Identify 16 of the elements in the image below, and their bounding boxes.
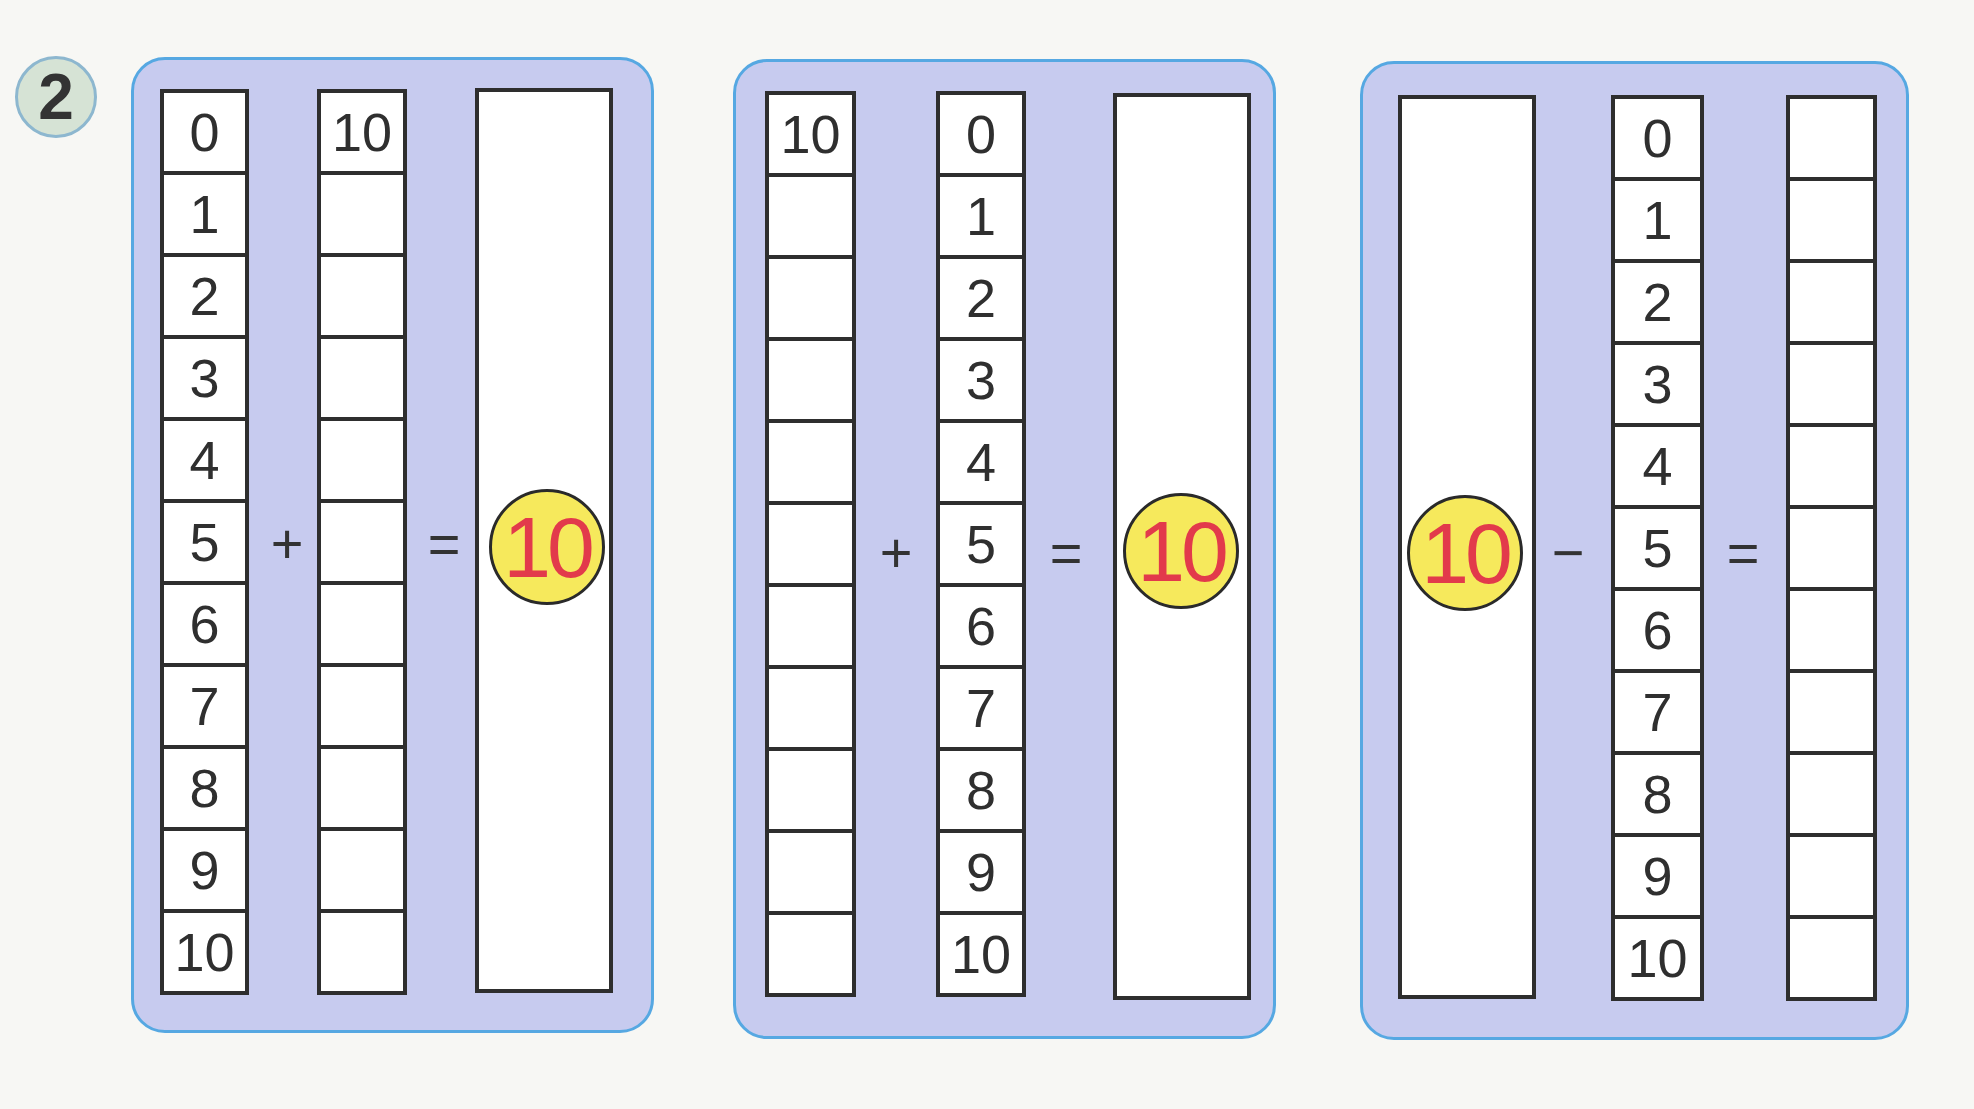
math-operator: = <box>427 516 461 572</box>
math-operator: + <box>270 516 304 572</box>
answer-box <box>475 88 613 993</box>
circled-number: 10 <box>1123 493 1239 609</box>
answer-box <box>1113 93 1251 1000</box>
equation-panel <box>733 59 1276 1039</box>
equation-panel <box>1360 61 1909 1040</box>
task-number: 2 <box>15 56 97 138</box>
answer-box <box>1398 95 1536 999</box>
math-operator: − <box>1551 525 1585 581</box>
math-operator: = <box>1049 525 1083 581</box>
math-operator: = <box>1726 525 1760 581</box>
equation-panel <box>131 57 654 1033</box>
math-operator: + <box>879 525 913 581</box>
circled-number: 10 <box>1407 495 1523 611</box>
circled-number: 10 <box>489 489 605 605</box>
